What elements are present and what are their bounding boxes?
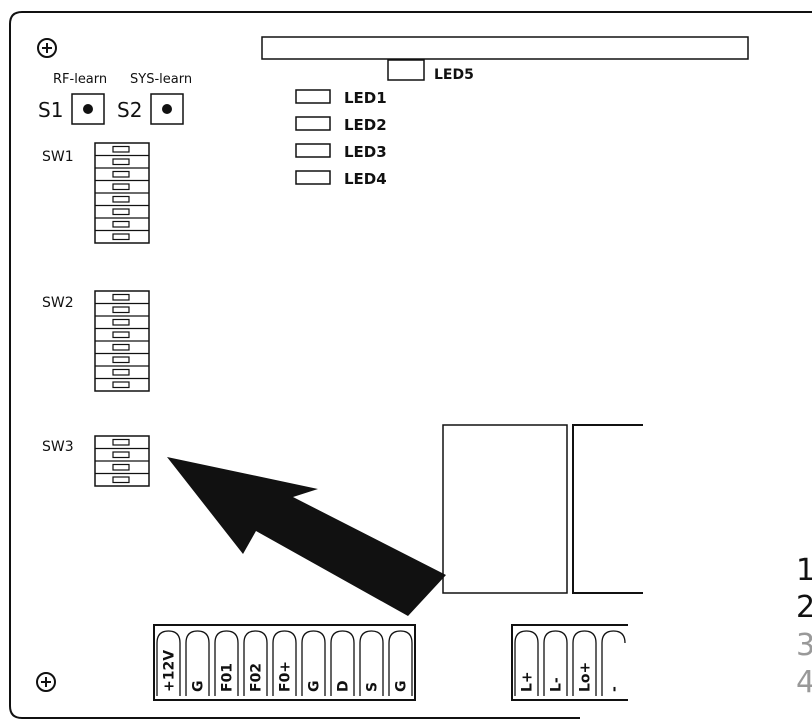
dip-switch-toggle[interactable] (112, 463, 130, 471)
terminal-screw (156, 630, 181, 696)
dip-switch-toggle[interactable] (112, 220, 130, 228)
terminal-label: +12V (162, 650, 178, 692)
led-indicator (295, 116, 331, 131)
terminal-label: D (336, 680, 352, 692)
relay-right (572, 424, 643, 594)
dip-switch-sw1[interactable] (94, 142, 150, 244)
dip-switch-toggle[interactable] (112, 343, 130, 351)
board-outline (9, 11, 812, 719)
dip-switch-toggle[interactable] (112, 451, 130, 459)
dip-switch-toggle[interactable] (112, 318, 130, 326)
terminal-screw (214, 630, 239, 696)
button-s1-function-label: RF-learn (53, 72, 107, 87)
dip-switch-toggle[interactable] (112, 381, 130, 389)
button-s2-label: S2 (117, 98, 142, 122)
side-number-2: 2 (796, 590, 812, 625)
terminal-screw (330, 630, 355, 696)
terminal-screw (601, 630, 626, 696)
top-connector-strip (261, 36, 749, 60)
switch-sw1-label: SW1 (42, 149, 74, 165)
button-s2[interactable] (150, 93, 184, 125)
dip-switch-toggle[interactable] (112, 183, 130, 191)
terminal-label: G (394, 681, 410, 693)
side-number-4: 4 (796, 665, 812, 700)
dip-switch-toggle[interactable] (112, 208, 130, 216)
terminal-screw (514, 630, 539, 696)
terminal-screw (543, 630, 568, 696)
terminal-label: - (607, 686, 623, 692)
side-number-3: 3 (796, 628, 812, 663)
dip-switch-toggle[interactable] (112, 170, 130, 178)
terminal-block-right: L+ L- Lo+ - (511, 624, 628, 701)
mounting-hole-top-left-icon (37, 38, 57, 58)
led-label: LED3 (344, 143, 387, 161)
led5-label: LED5 (434, 67, 474, 83)
dip-switch-sw2[interactable] (94, 290, 150, 392)
dip-switch-toggle[interactable] (112, 145, 130, 153)
led-indicator (295, 170, 331, 185)
terminal-label: G (307, 681, 323, 693)
led-label: LED4 (344, 170, 387, 188)
relay-left (442, 424, 568, 594)
dip-switch-toggle[interactable] (112, 306, 130, 314)
dip-switch-toggle[interactable] (112, 158, 130, 166)
switch-sw3-label: SW3 (42, 439, 74, 455)
button-s1-label: S1 (38, 98, 63, 122)
arrow-pointing-to-sw3-icon (167, 457, 446, 616)
dip-switch-toggle[interactable] (112, 233, 130, 241)
dip-switch-toggle[interactable] (112, 195, 130, 203)
led-label: LED1 (344, 89, 387, 107)
terminal-label: F01 (220, 663, 236, 692)
dip-switch-toggle[interactable] (112, 331, 130, 339)
terminal-screw (388, 630, 413, 696)
terminal-label: L- (549, 677, 565, 692)
dip-switch-toggle[interactable] (112, 356, 130, 364)
button-s2-function-label: SYS-learn (130, 72, 192, 87)
led5-indicator (387, 59, 425, 81)
button-s1[interactable] (71, 93, 105, 125)
led-indicator (295, 89, 331, 104)
terminal-label: F02 (249, 663, 265, 692)
terminal-screw (185, 630, 210, 696)
dip-switch-sw3[interactable] (94, 435, 150, 487)
side-number-1: 1 (796, 553, 812, 588)
terminal-label: S (365, 682, 381, 692)
terminal-screw (572, 630, 597, 696)
dip-switch-toggle[interactable] (112, 438, 130, 446)
terminal-screw (272, 630, 297, 696)
terminal-label: Lo+ (578, 662, 594, 692)
terminal-block-main: +12V G F01 F02 F0+ G D S G (153, 624, 416, 701)
terminal-screw (301, 630, 326, 696)
terminal-screw (359, 630, 384, 696)
terminal-label: G (191, 681, 207, 693)
dip-switch-toggle[interactable] (112, 293, 130, 301)
led-label: LED2 (344, 116, 387, 134)
switch-sw2-label: SW2 (42, 295, 74, 311)
led-indicator (295, 143, 331, 158)
terminal-label: L+ (520, 671, 536, 692)
dip-switch-toggle[interactable] (112, 476, 130, 484)
terminal-label: F0+ (278, 661, 294, 692)
terminal-screw (243, 630, 268, 696)
dip-switch-toggle[interactable] (112, 368, 130, 376)
mounting-hole-bottom-left-icon (36, 672, 56, 692)
